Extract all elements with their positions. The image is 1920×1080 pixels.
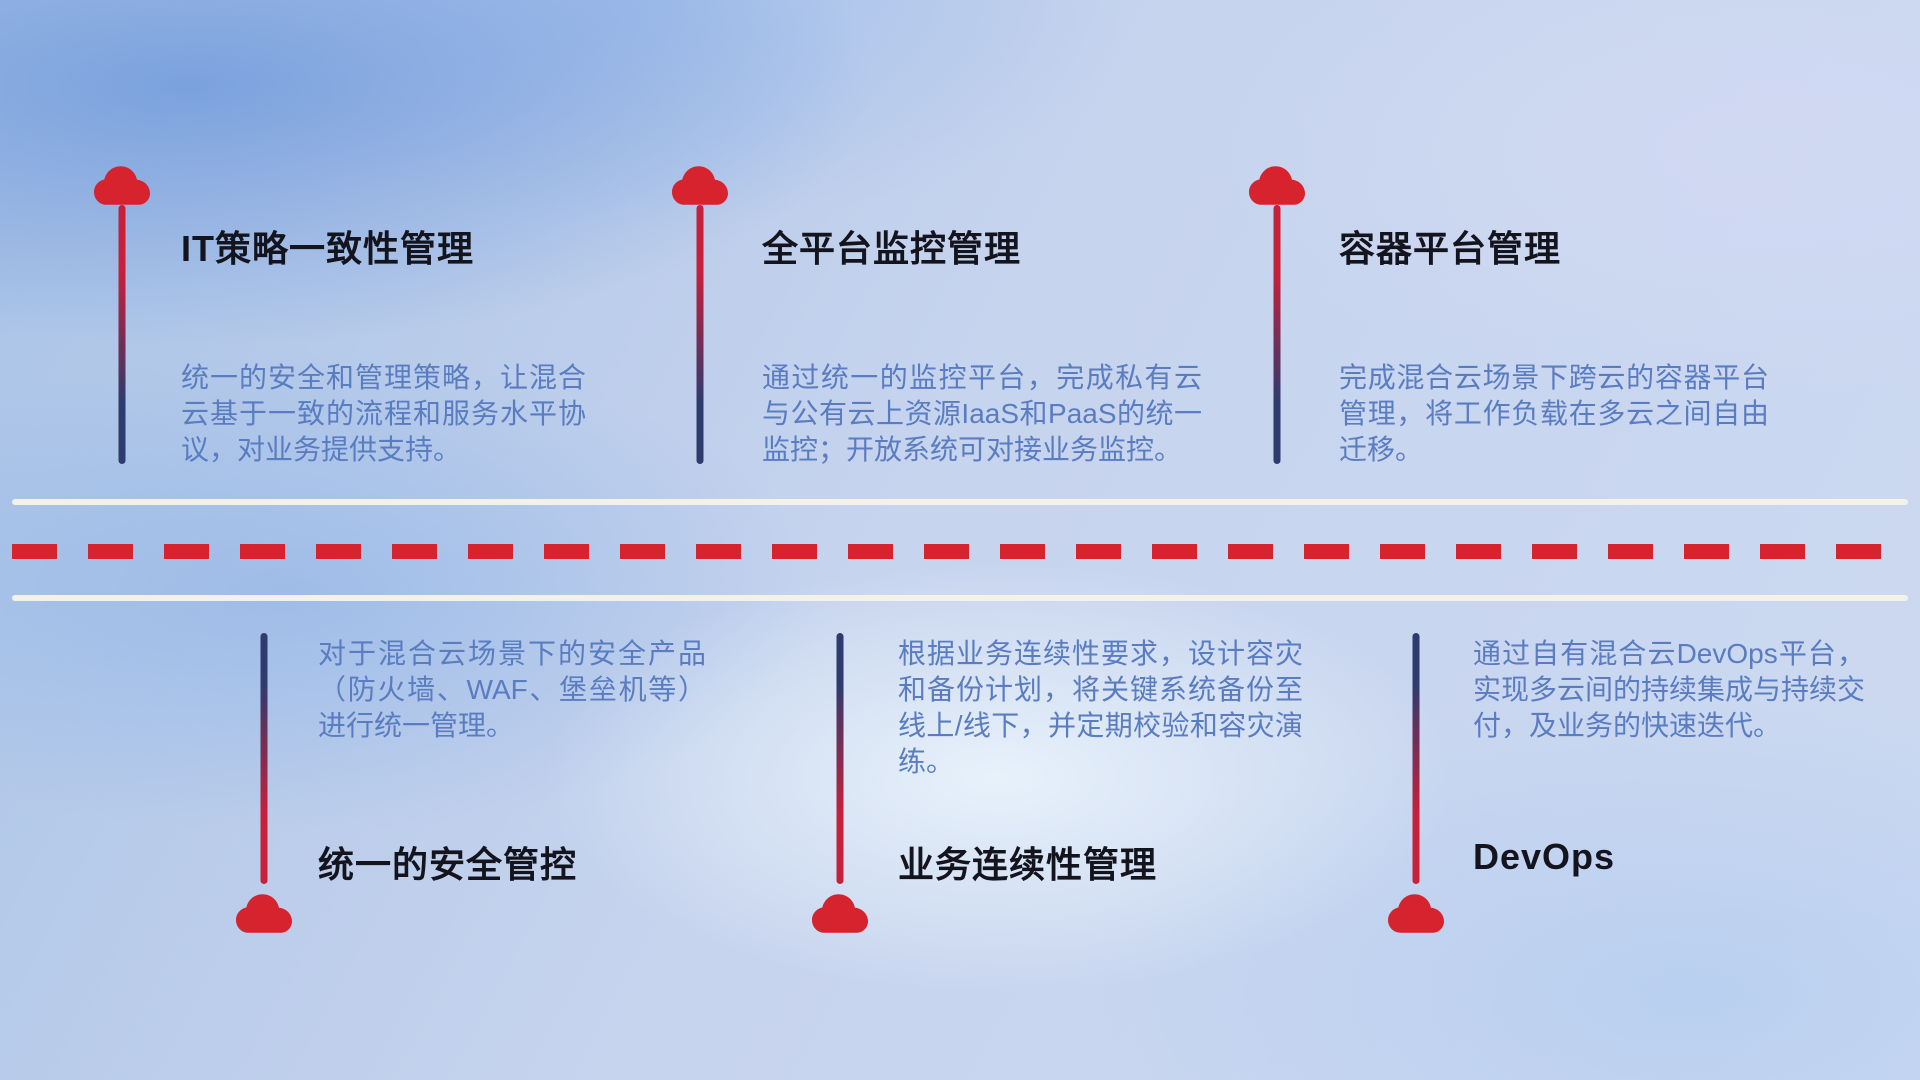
road-line-top bbox=[12, 499, 1908, 505]
road-dashed-line bbox=[12, 544, 1908, 559]
cloud-shape bbox=[672, 166, 728, 205]
capability-title: 全平台监控管理 bbox=[762, 228, 1022, 269]
cloud-icon bbox=[236, 894, 292, 933]
connector-line bbox=[118, 205, 126, 464]
connector-line bbox=[836, 633, 844, 884]
capability-title: 业务连续性管理 bbox=[898, 844, 1158, 885]
cloud-icon bbox=[1388, 894, 1444, 933]
cloud-shape bbox=[236, 894, 292, 933]
capability-description: 对于混合云场景下的安全产品（防火墙、WAF、堡垒机等）进行统一管理。 bbox=[318, 638, 706, 741]
capability-description: 统一的安全和管理策略，让混合云基于一致的流程和服务水平协议，对业务提供支持。 bbox=[181, 362, 586, 465]
cloud-icon bbox=[812, 894, 868, 933]
capability-description: 通过自有混合云DevOps平台，实现多云间的持续集成与持续交付，及业务的快速迭代… bbox=[1473, 638, 1866, 741]
capability-description: 根据业务连续性要求，设计容灾和备份计划，将关键系统备份至线上/线下，并定期校验和… bbox=[898, 638, 1303, 777]
capability-description: 通过统一的监控平台，完成私有云与公有云上资源IaaS和PaaS的统一监控；开放系… bbox=[762, 362, 1202, 465]
capability-title: IT策略一致性管理 bbox=[181, 228, 474, 269]
capability-title: 容器平台管理 bbox=[1339, 228, 1562, 269]
cloud-shape bbox=[1388, 894, 1444, 933]
connector-line bbox=[1412, 633, 1420, 884]
cloud-shape bbox=[94, 166, 150, 205]
road-line-bottom bbox=[12, 595, 1908, 601]
connector-line bbox=[1273, 205, 1281, 464]
cloud-icon bbox=[94, 166, 150, 205]
connector-line bbox=[260, 633, 268, 884]
cloud-shape bbox=[812, 894, 868, 933]
cloud-shape bbox=[1249, 166, 1305, 205]
capability-description: 完成混合云场景下跨云的容器平台管理，将工作负载在多云之间自由迁移。 bbox=[1339, 362, 1769, 465]
capability-title: DevOps bbox=[1473, 836, 1616, 877]
cloud-icon bbox=[672, 166, 728, 205]
cloud-icon bbox=[1249, 166, 1305, 205]
connector-line bbox=[696, 205, 704, 464]
capability-title: 统一的安全管控 bbox=[318, 844, 578, 885]
